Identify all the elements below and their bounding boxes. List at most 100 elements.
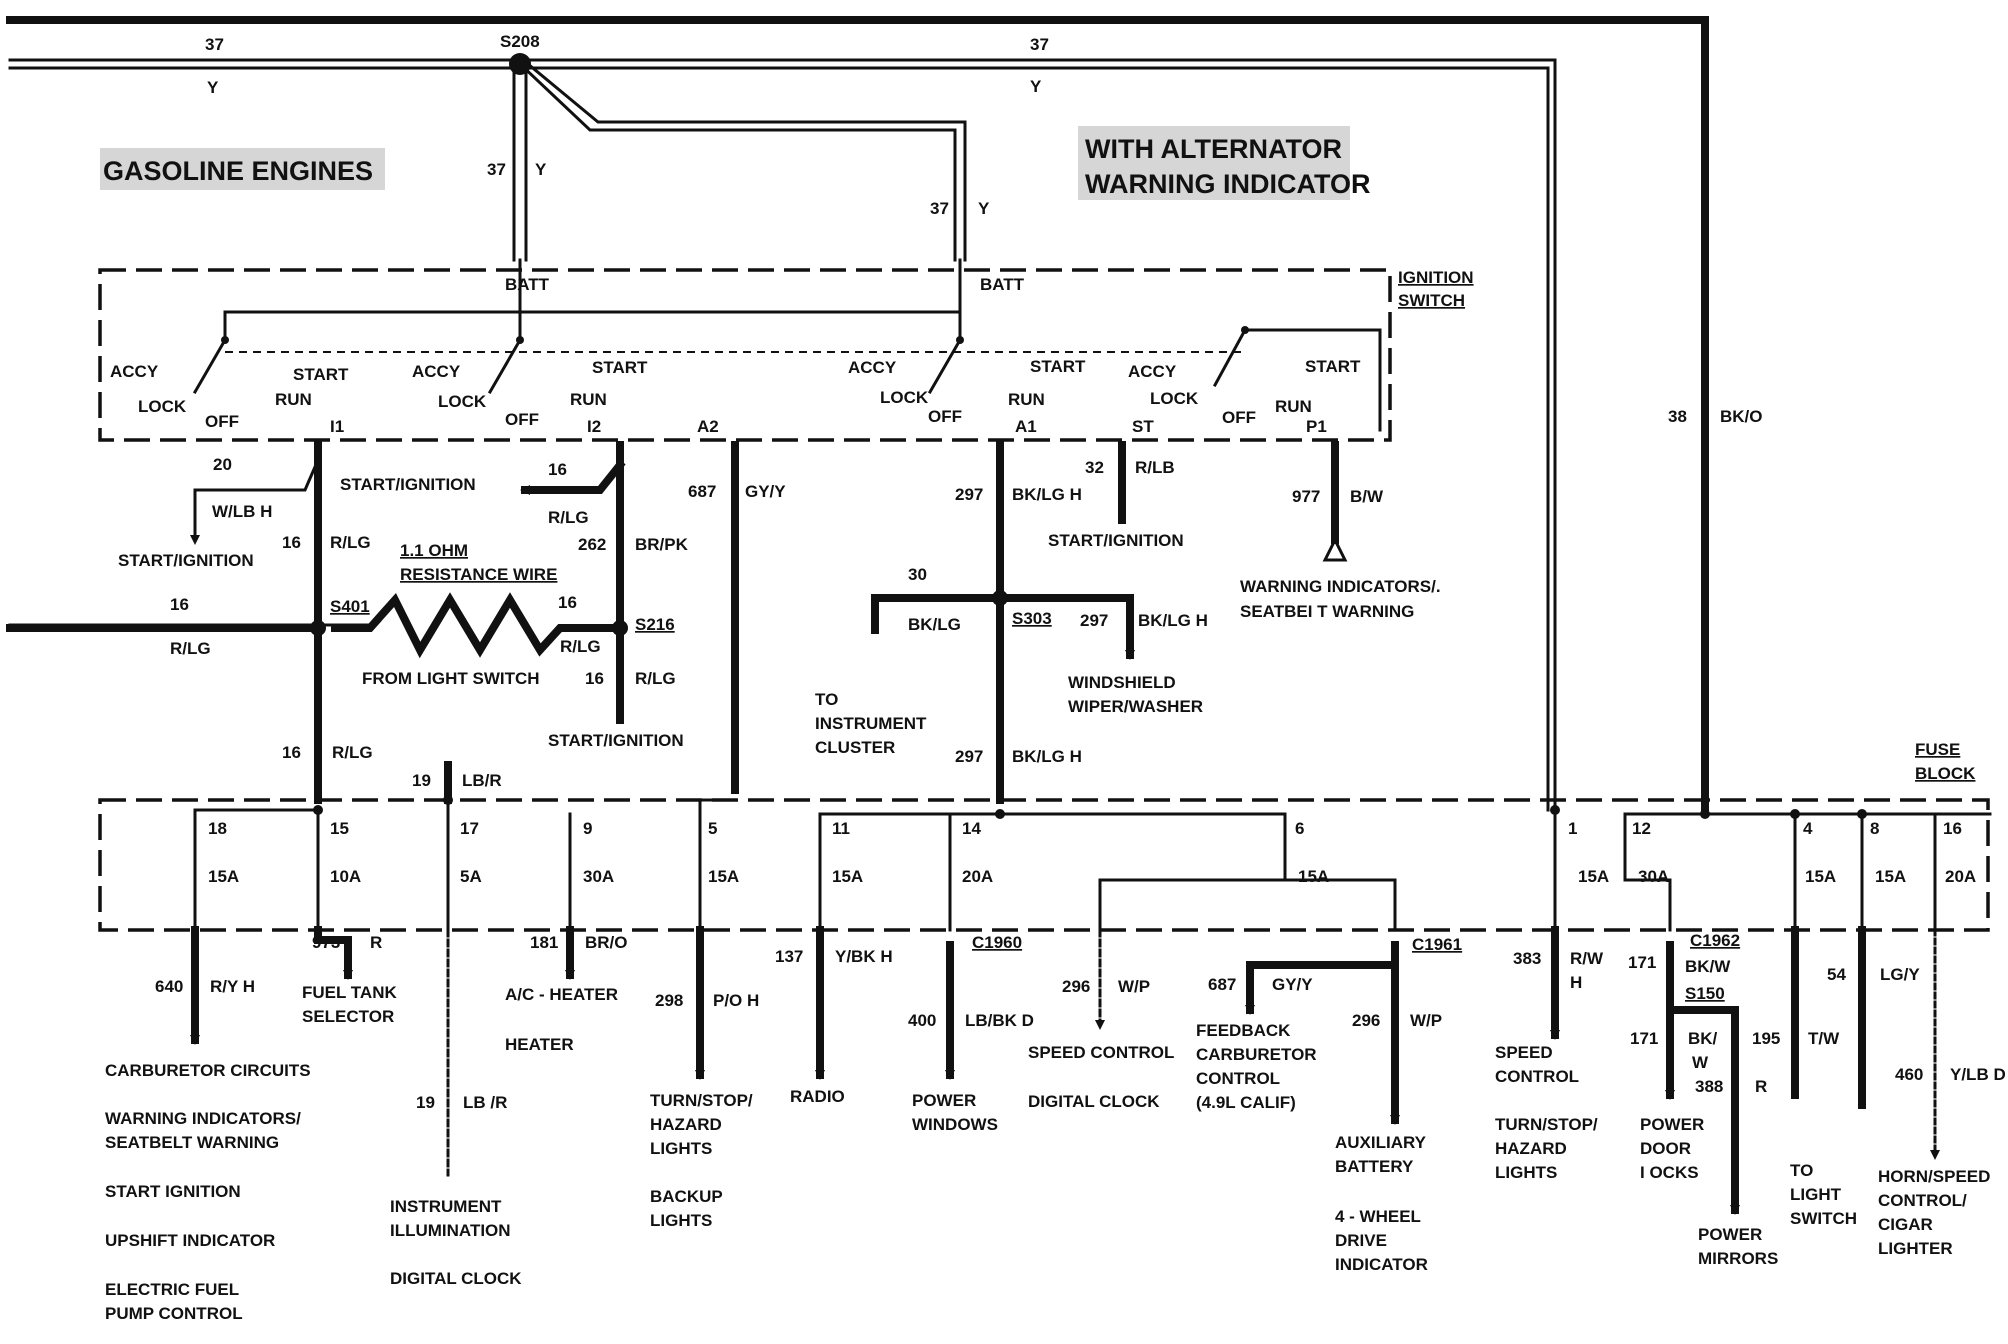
amp-1: 15A (1578, 867, 1609, 886)
amp-17: 5A (460, 867, 482, 886)
fwd2: DRIVE (1335, 1231, 1387, 1250)
wiper1: WINDSHIELD (1068, 673, 1176, 692)
amp-5: 15A (708, 867, 739, 886)
off-2: OFF (505, 410, 539, 429)
wp2: W/P (1410, 1011, 1442, 1030)
start-1: START (293, 365, 349, 384)
fuse-12: 12 (1632, 819, 1651, 838)
fuel2: SELECTOR (302, 1007, 394, 1026)
fromlight: FROM LIGHT SWITCH (362, 669, 540, 688)
r: R (370, 933, 382, 952)
tsh3: LIGHTS (1495, 1163, 1557, 1182)
pm1: POWER (1698, 1225, 1762, 1244)
wlbh: W/LB H (212, 502, 272, 521)
tsh2: HAZARD (1495, 1139, 1567, 1158)
w262: 262 (578, 535, 606, 554)
fb1: FEEDBACK (1196, 1021, 1291, 1040)
warn1: WARNING INDICATORS/. (1240, 577, 1441, 596)
pw2: WINDOWS (912, 1115, 998, 1134)
fuse-1: 1 (1568, 819, 1577, 838)
s208-splice (509, 53, 531, 75)
horn3: CIGAR (1878, 1215, 1933, 1234)
run-3: RUN (1008, 390, 1045, 409)
lbr: LB/R (462, 771, 502, 790)
amp-14: 20A (962, 867, 993, 886)
ignition-label-1: IGNITION (1398, 268, 1474, 287)
c1961: C1961 (1412, 935, 1462, 954)
mid-wires (6, 441, 1348, 804)
alt-heading-bg (1078, 126, 1350, 200)
bklgh-c: BK/LG H (1012, 747, 1082, 766)
bklgh-b: BK/LG H (1138, 611, 1208, 630)
warn2: SEATBEI T WARNING (1240, 602, 1414, 621)
ignition-switch-box (98, 268, 1392, 442)
rlg-a: R/LG (330, 533, 371, 552)
w687b: 687 (1208, 975, 1236, 994)
run-1: RUN (275, 390, 312, 409)
off-1: OFF (205, 412, 239, 431)
rlg-f: R/LG (332, 743, 373, 762)
i2: I2 (587, 417, 601, 436)
w37d: 37 (930, 199, 949, 218)
upshift: UPSHIFT INDICATOR (105, 1231, 275, 1250)
ohm1: 1.1 OHM (400, 541, 468, 560)
dclock: DIGITAL CLOCK (390, 1269, 522, 1288)
rlg-e: R/LG (635, 669, 676, 688)
s150: S150 (1685, 984, 1725, 1003)
radio: RADIO (790, 1087, 845, 1106)
w460: 460 (1895, 1065, 1923, 1084)
gasoline-heading-bg (100, 148, 385, 190)
s303: S303 (1012, 609, 1052, 628)
lbr2: LB /R (463, 1093, 507, 1112)
tic3: CLUSTER (815, 738, 895, 757)
fuse-taps (193, 798, 1937, 932)
tic2: INSTRUMENT (815, 714, 927, 733)
w16-f: 16 (282, 743, 301, 762)
fuse-label-2: BLOCK (1915, 764, 1976, 783)
c1962: C1962 (1690, 931, 1740, 950)
w137: 137 (775, 947, 803, 966)
ach: A/C - HEATER (505, 985, 618, 1004)
rlg-b: R/LG (548, 508, 589, 527)
rlb: R/LB (1135, 458, 1175, 477)
fuse-14: 14 (962, 819, 981, 838)
lgy: LG/Y (1880, 965, 1920, 984)
s208-label: S208 (500, 32, 540, 51)
w181: 181 (530, 933, 558, 952)
aux1: AUXILIARY (1335, 1133, 1427, 1152)
fuse-8: 8 (1870, 819, 1879, 838)
brpk: BR/PK (635, 535, 689, 554)
horn4: LIGHTER (1878, 1239, 1953, 1258)
w20: 20 (213, 455, 232, 474)
w977: 977 (1292, 487, 1320, 506)
w16-d: 16 (558, 593, 577, 612)
amp-6: 15A (1298, 867, 1329, 886)
w19b: 19 (416, 1093, 435, 1112)
start-2: START (592, 358, 648, 377)
lock-4: LOCK (1150, 389, 1199, 408)
start-4: START (1305, 357, 1361, 376)
poh: P/O H (713, 991, 759, 1010)
pdl2: DOOR (1640, 1139, 1691, 1158)
batt-2: BATT (980, 275, 1025, 294)
w38: 38 (1668, 407, 1687, 426)
accy-2: ACCY (412, 362, 461, 381)
ohm2: RESISTANCE WIRE (400, 565, 557, 584)
w171: 171 (1628, 953, 1656, 972)
w30: 30 (908, 565, 927, 584)
w195: 195 (1752, 1029, 1780, 1048)
amp-11: 15A (832, 867, 863, 886)
a1: A1 (1015, 417, 1037, 436)
tw: T/W (1808, 1029, 1840, 1048)
w297-b: 297 (1080, 611, 1108, 630)
horn2: CONTROL/ (1878, 1191, 1967, 1210)
w2: W (1692, 1053, 1709, 1072)
amp-4: 15A (1805, 867, 1836, 886)
p1: P1 (1306, 417, 1327, 436)
bro: BR/O (585, 933, 628, 952)
w973: 973 (312, 933, 340, 952)
batt-1: BATT (505, 275, 550, 294)
w296: 296 (1062, 977, 1090, 996)
run-4: RUN (1275, 397, 1312, 416)
lock-1: LOCK (138, 397, 187, 416)
